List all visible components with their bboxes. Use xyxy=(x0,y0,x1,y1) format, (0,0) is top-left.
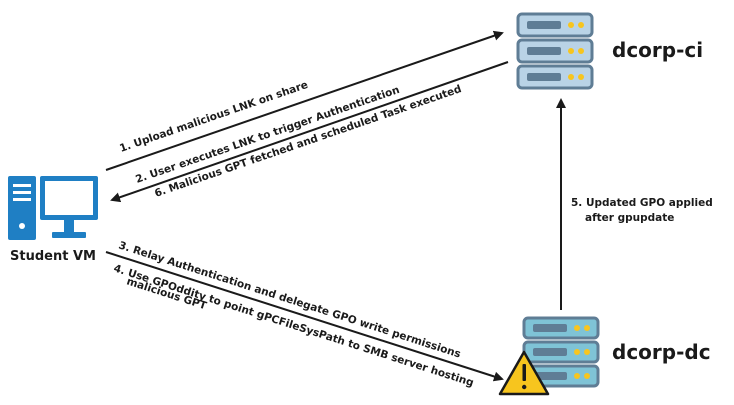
student-vm-label: Student VM xyxy=(10,249,96,264)
step-5-label-line-2: after gpupdate xyxy=(585,212,674,224)
step-5-label-line-1: 5. Updated GPO applied xyxy=(571,197,713,209)
desktop-computer-icon xyxy=(8,176,98,240)
dcorp-ci-label: dcorp-ci xyxy=(612,38,703,62)
step-4-label-line-1: 4. Use GPOddity to point gPCFileSysPath … xyxy=(112,262,475,389)
dcorp-dc-label: dcorp-dc xyxy=(612,340,711,364)
arrow-ci-to-vm xyxy=(110,61,509,203)
server-stack-icon xyxy=(522,316,600,388)
warning-triangle-icon xyxy=(498,350,550,396)
arrow-upload-to-ci xyxy=(105,30,504,171)
server-stack-icon xyxy=(516,12,594,90)
arrow-vm-to-dc xyxy=(105,251,504,382)
